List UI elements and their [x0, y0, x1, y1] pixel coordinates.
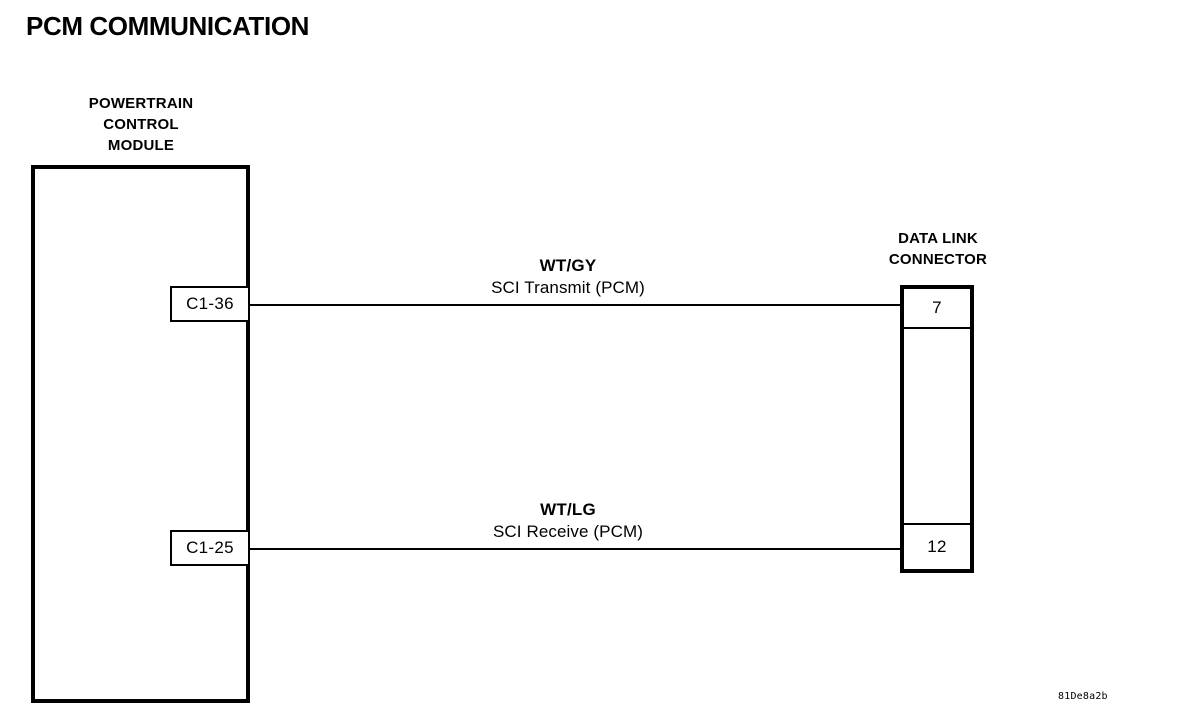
pcm-pin-terminal: C1-36 [170, 286, 250, 322]
pcm-module-box [31, 165, 250, 703]
wire-color-code: WT/LG [540, 500, 596, 519]
dlc-caption: DATA LINK CONNECTOR [818, 228, 1058, 270]
figure-reference-code: 81De8a2b [1058, 691, 1108, 702]
data-link-connector-box: 7 12 [900, 285, 974, 573]
page-title: PCM COMMUNICATION [26, 11, 310, 41]
dlc-caption-line-2: CONNECTOR [888, 251, 988, 268]
pcm-caption-line-1: POWERTRAIN [88, 95, 194, 112]
pcm-caption: POWERTRAIN CONTROL MODULE [31, 93, 251, 156]
pcm-caption-line-2: CONTROL [103, 116, 179, 133]
wire-sci-receive [250, 548, 902, 550]
wire-label-sci-transmit: WT/GY SCI Transmit (PCM) [358, 255, 778, 299]
dlc-pin-cell: 7 [904, 289, 970, 329]
pcm-caption-line-3: MODULE [107, 137, 175, 154]
dlc-pin-cell: 12 [927, 537, 947, 556]
dlc-caption-line-1: DATA LINK [898, 230, 978, 247]
wire-sci-transmit [250, 304, 902, 306]
wire-circuit-name: SCI Transmit (PCM) [491, 278, 645, 297]
wire-circuit-name: SCI Receive (PCM) [492, 522, 643, 541]
wire-color-code: WT/GY [539, 256, 597, 275]
wire-label-sci-receive: WT/LG SCI Receive (PCM) [358, 499, 778, 543]
pcm-pin-terminal: C1-25 [170, 530, 250, 566]
dlc-empty-cell [904, 329, 970, 525]
